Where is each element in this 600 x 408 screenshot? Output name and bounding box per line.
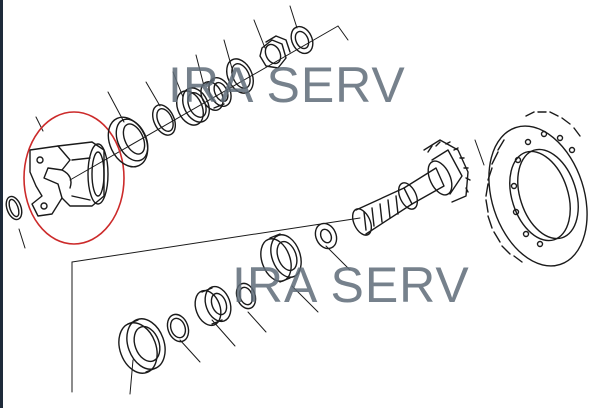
pinion-shaft — [351, 139, 471, 236]
bearing-cup-lower-large — [118, 318, 166, 374]
assembly-outline — [69, 25, 361, 393]
o-ring-1 — [151, 104, 177, 136]
washer-upper — [290, 25, 314, 55]
bearing-cup-lower-right — [260, 233, 302, 283]
highlight-ring — [23, 111, 125, 245]
bearing-cone-lower — [194, 285, 232, 327]
o-ring-lower-1 — [166, 313, 190, 343]
washer-shaft — [314, 222, 338, 250]
ring-gear — [485, 111, 588, 267]
nut-upper — [259, 35, 291, 69]
yoke-flange — [29, 141, 109, 217]
seal-ring — [107, 116, 149, 168]
spacer-upper — [226, 58, 254, 94]
snap-ring-left — [5, 195, 23, 221]
bearing-cone-upper — [200, 77, 232, 111]
frame-edge — [0, 0, 3, 408]
o-ring-lower-2 — [235, 282, 257, 310]
